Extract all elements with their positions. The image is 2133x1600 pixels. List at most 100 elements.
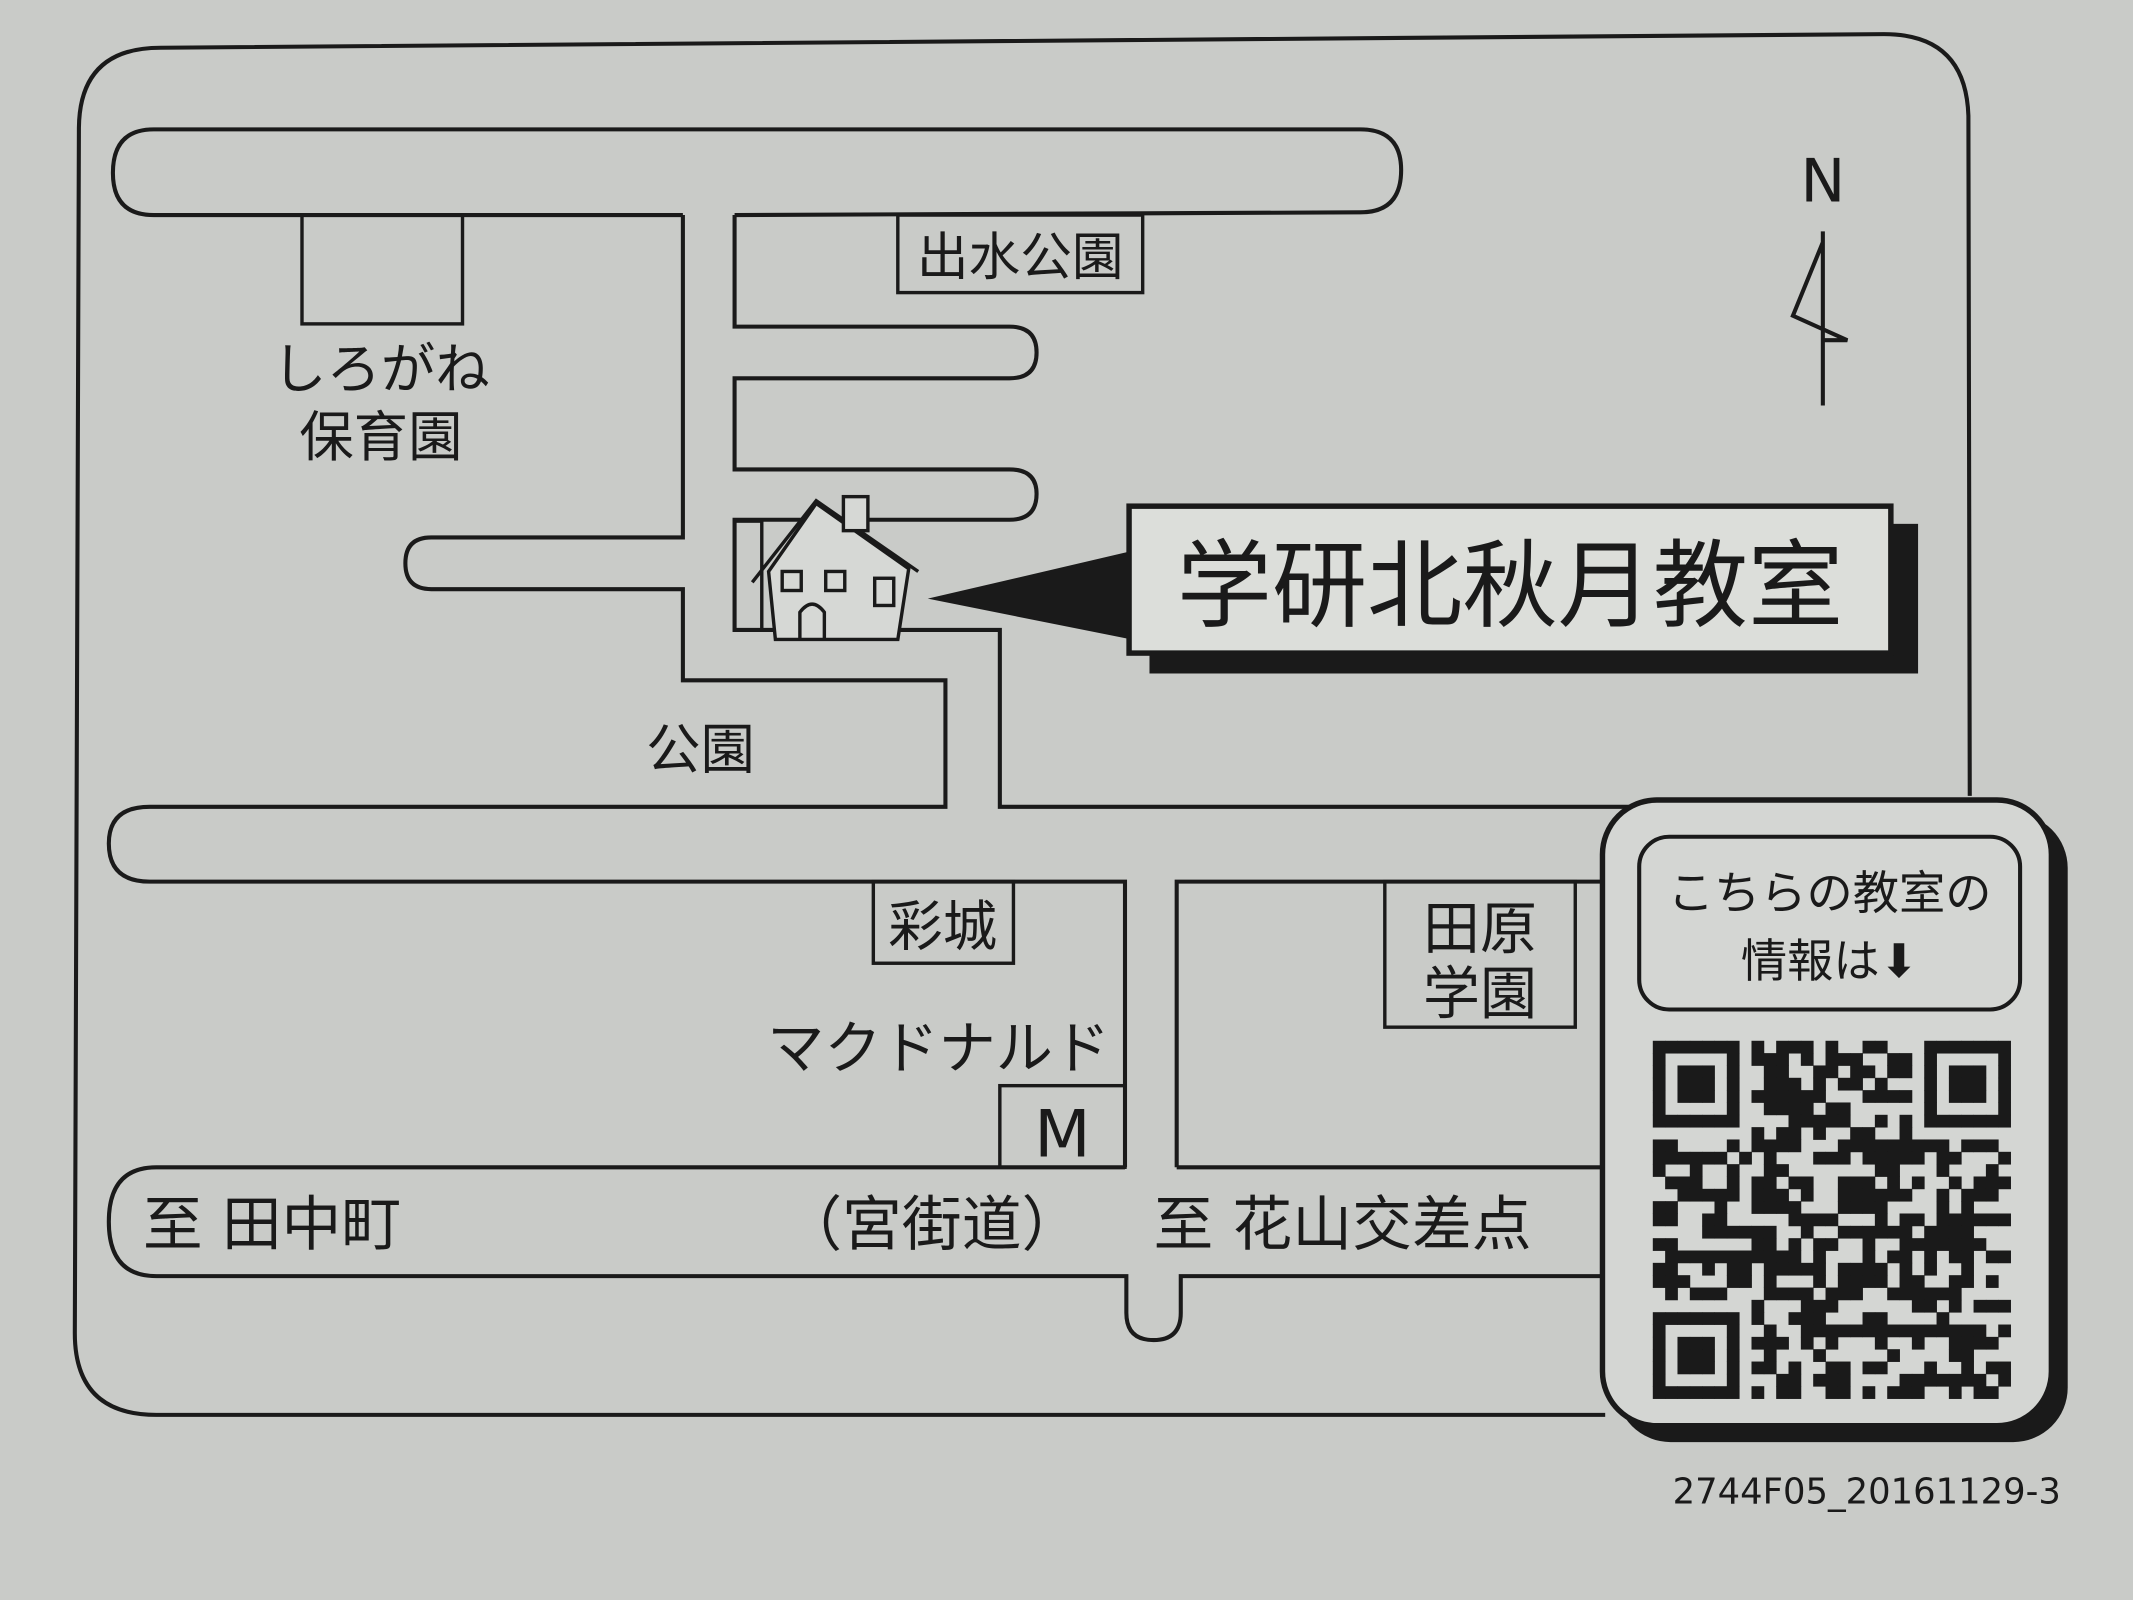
qr-module (1763, 1077, 1777, 1091)
qr-module (1837, 1225, 1851, 1239)
qr-module (1788, 1139, 1802, 1153)
qr-module (1726, 1139, 1740, 1153)
qr-module (1985, 1213, 1999, 1227)
qr-module (1763, 1225, 1777, 1239)
qr-module (1702, 1188, 1715, 1202)
qr-module (1702, 1386, 1715, 1399)
qr-module (1665, 1238, 1678, 1251)
qr-module (1899, 1213, 1913, 1227)
qr-code[interactable] (1652, 1040, 2011, 1399)
qr-module (1887, 1324, 1900, 1338)
qr-module (1924, 1299, 1937, 1313)
qr-module (1874, 1164, 1888, 1177)
qr-module (1862, 1386, 1876, 1399)
qr-module (1813, 1373, 1826, 1387)
qr-module (1899, 1188, 1913, 1202)
qr-module (1800, 1102, 1814, 1116)
qr-module (1652, 1386, 1666, 1399)
qr-module (1862, 1275, 1876, 1288)
qr-module (1763, 1324, 1777, 1338)
qr-module (1998, 1299, 2011, 1313)
qr-module (1751, 1040, 1765, 1054)
qr-module (1961, 1250, 1974, 1264)
qr-module (1837, 1262, 1851, 1276)
qr-module (1788, 1114, 1802, 1128)
qr-module (1874, 1077, 1888, 1091)
qr-module (1850, 1275, 1863, 1288)
qr-module (1751, 1127, 1765, 1140)
qr-module (1961, 1324, 1974, 1338)
qr-module (1874, 1114, 1888, 1128)
qr-module (1652, 1324, 1666, 1338)
qr-module (1702, 1312, 1715, 1325)
qr-module (1998, 1176, 2011, 1190)
qr-module (1788, 1238, 1802, 1251)
callout-pointer (927, 551, 1132, 640)
qr-module (1850, 1065, 1863, 1079)
qr-module (1702, 1213, 1715, 1227)
qr-module (1813, 1114, 1826, 1128)
qr-module (1924, 1102, 1937, 1116)
qr-module (1813, 1312, 1826, 1325)
road-top (110, 127, 1404, 218)
qr-module (1837, 1373, 1851, 1387)
qr-module (1776, 1077, 1789, 1091)
qr-module (1751, 1188, 1765, 1202)
qr-module (1739, 1250, 1752, 1264)
qr-module (1961, 1373, 1974, 1387)
qr-module (1862, 1040, 1876, 1054)
qr-module (1726, 1361, 1740, 1375)
qr-module (1924, 1287, 1937, 1301)
qr-module (1813, 1250, 1826, 1264)
qr-module (1788, 1287, 1802, 1301)
qr-module (1689, 1361, 1703, 1375)
qr-module (1837, 1151, 1851, 1165)
qr-module (1689, 1176, 1703, 1190)
qr-module (1776, 1040, 1789, 1054)
qr-module (1874, 1324, 1888, 1338)
qr-module (1985, 1139, 1999, 1153)
qr-module (1948, 1114, 1962, 1128)
qr-caption-2: 情報は⬇ (1741, 934, 1919, 988)
qr-module (1924, 1225, 1937, 1239)
qr-module (1874, 1139, 1888, 1153)
qr-module (1948, 1386, 1962, 1399)
qr-module (1948, 1065, 1962, 1079)
qr-module (1763, 1262, 1777, 1276)
qr-module (1936, 1373, 1950, 1387)
qr-module (1973, 1373, 1987, 1387)
qr-module (1714, 1250, 1728, 1264)
qr-module (1887, 1164, 1900, 1177)
qr-module (1887, 1151, 1900, 1165)
qr-module (1689, 1287, 1703, 1301)
qr-module (1936, 1225, 1950, 1239)
qr-module (1924, 1077, 1937, 1091)
qr-module (1887, 1139, 1900, 1153)
qr-module (1911, 1275, 1925, 1288)
qr-caption-box (1637, 834, 2023, 1012)
qr-module (1899, 1127, 1913, 1140)
qr-module (1837, 1077, 1851, 1091)
qr-module (1948, 1151, 1962, 1165)
qr-module (1763, 1336, 1777, 1350)
qr-module (1800, 1188, 1814, 1202)
qr-module (1998, 1040, 2011, 1054)
qr-module (1837, 1102, 1851, 1116)
qr-module (1763, 1361, 1777, 1375)
qr-module (1825, 1299, 1839, 1313)
qr-module (1887, 1053, 1900, 1066)
qr-module (1739, 1262, 1752, 1276)
miya-kaido-label: （宮街道） (782, 1190, 1081, 1260)
qr-module (1739, 1275, 1752, 1288)
qr-module (1911, 1151, 1925, 1165)
qr-module (1825, 1065, 1839, 1079)
qr-module (1652, 1077, 1666, 1091)
qr-module (1936, 1324, 1950, 1338)
qr-module (1936, 1151, 1950, 1165)
qr-module (1677, 1176, 1691, 1190)
qr-module (1689, 1188, 1703, 1202)
qr-module (1911, 1373, 1925, 1387)
road-west-branch (106, 215, 1128, 1168)
tahara-label-2: 学園 (1423, 962, 1537, 1028)
